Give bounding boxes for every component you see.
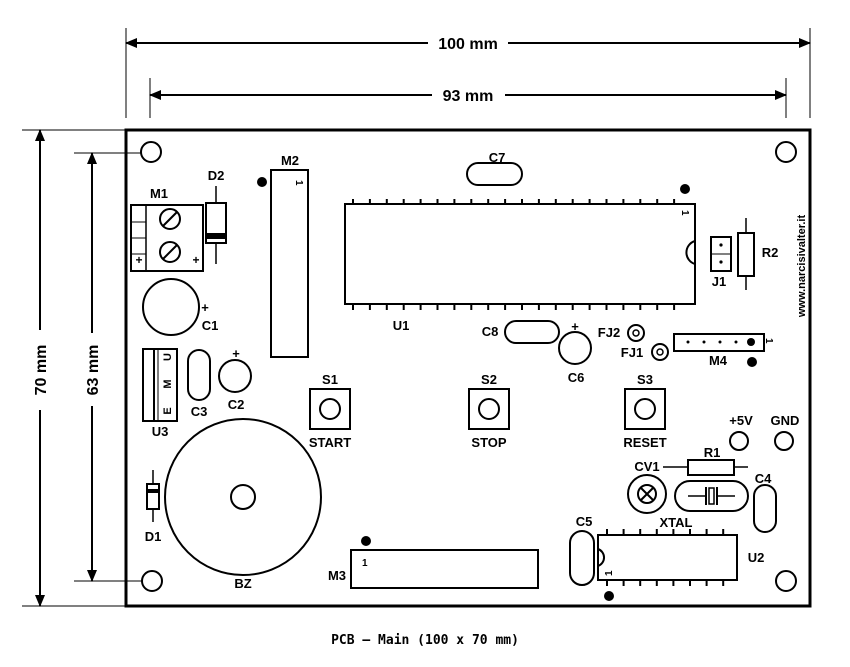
width-holes-label: 93 mm — [443, 88, 494, 105]
m2-label: M2 — [281, 153, 299, 168]
capacitor-c7: C7 — [466, 150, 523, 186]
c1-label: C1 — [202, 318, 219, 333]
connector-m4: 1 M4 — [673, 333, 774, 368]
s1-label: S1 — [322, 372, 338, 387]
diode-d1: D1 — [145, 470, 162, 544]
plus-sign: + — [201, 300, 209, 315]
capacitor-c4: C4 — [753, 471, 777, 533]
mounting-holes — [140, 141, 797, 592]
trimmer-cv1: CV1 — [627, 459, 667, 514]
fj1-label: FJ1 — [621, 345, 643, 360]
p5v-label: +5V — [729, 413, 753, 428]
ic-u2: 1 U2 — [597, 529, 765, 601]
s3-label: S3 — [637, 372, 653, 387]
crystal-xtal: XTAL — [660, 480, 749, 530]
r2-label: R2 — [762, 245, 779, 260]
switch-s3: S3 RESET — [623, 372, 666, 450]
r1-label: R1 — [704, 445, 721, 460]
m2-pin1-label: 1 — [293, 180, 304, 186]
jumper-j1: J1 — [710, 236, 732, 289]
capacitor-c3: C3 — [187, 349, 211, 419]
d2-label: D2 — [208, 168, 225, 183]
bz-label: BZ — [234, 576, 251, 591]
ic-u1: 1 U1 — [344, 184, 696, 333]
c6-label: C6 — [568, 370, 585, 385]
figure-caption: PCB – Main (100 x 70 mm) — [331, 633, 519, 648]
height-total-label: 70 mm — [33, 345, 50, 396]
c7-label: C7 — [489, 150, 506, 165]
regulator-u3: U M E U3 — [142, 348, 178, 439]
mounting-hole — [141, 570, 163, 592]
s2-text: STOP — [471, 435, 506, 450]
u3-pin-m: M — [162, 379, 174, 388]
s3-text: RESET — [623, 435, 666, 450]
plus-sign: + — [571, 319, 579, 334]
dimension-width-total: 100 mm — [125, 28, 811, 118]
d1-label: D1 — [145, 529, 162, 544]
capacitor-c8: C8 — [482, 320, 560, 344]
cv1-label: CV1 — [634, 459, 659, 474]
plus-sign: + — [192, 253, 199, 267]
switch-s2: S2 STOP — [468, 372, 510, 450]
mounting-hole — [775, 141, 797, 163]
switch-s1: S1 START — [309, 372, 351, 450]
power-pads: +5V GND — [729, 413, 800, 451]
m4-pin1-label: 1 — [763, 338, 774, 344]
fj2-label: FJ2 — [598, 325, 620, 340]
pcb-diagram: 100 mm 93 mm 70 mm 63 mm M1 — [22, 28, 812, 608]
c5-label: C5 — [576, 514, 593, 529]
u1-pin1-label: 1 — [679, 210, 690, 216]
resistor-r1: R1 — [663, 445, 748, 476]
m3-pin1-label: 1 — [362, 558, 368, 569]
dimension-height-holes: 63 mm — [74, 152, 150, 582]
fuse-jumpers: FJ2 FJ1 — [598, 324, 669, 361]
u2-pin1-label: 1 — [604, 570, 615, 576]
j1-label: J1 — [712, 274, 726, 289]
dimension-height-total: 70 mm — [22, 129, 126, 607]
capacitor-c2: + C2 — [218, 346, 252, 412]
u3-pin-e: E — [162, 407, 174, 414]
u3-pin-u: U — [162, 353, 174, 361]
board-outline — [124, 128, 812, 608]
mounting-hole — [140, 141, 162, 163]
resistor-r2: R2 — [737, 218, 779, 290]
xtal-label: XTAL — [660, 515, 693, 530]
m3-label: M3 — [328, 568, 346, 583]
dimension-width-holes: 93 mm — [149, 78, 787, 118]
buzzer-bz: BZ — [164, 418, 322, 591]
m4-label: M4 — [709, 353, 728, 368]
c3-label: C3 — [191, 404, 208, 419]
s1-text: START — [309, 435, 351, 450]
terminal-block-m1: M1 + + — [130, 186, 204, 272]
c8-label: C8 — [482, 324, 499, 339]
plus-sign: + — [135, 253, 142, 267]
u1-label: U1 — [393, 318, 410, 333]
plus-sign: + — [232, 346, 240, 361]
capacitor-c1: + C1 — [142, 278, 219, 336]
u3-label: U3 — [152, 424, 169, 439]
c2-label: C2 — [228, 397, 245, 412]
m1-label: M1 — [150, 186, 168, 201]
s2-label: S2 — [481, 372, 497, 387]
connector-m2: M2 1 — [257, 153, 309, 358]
mounting-hole — [775, 570, 797, 592]
capacitor-c6: + C6 — [558, 319, 592, 385]
connector-m3: M3 1 — [328, 536, 539, 589]
u2-label: U2 — [748, 550, 765, 565]
diode-d2: D2 — [205, 168, 227, 264]
website-text: www.narcisivalter.it — [796, 215, 808, 319]
height-holes-label: 63 mm — [85, 345, 102, 396]
c4-label: C4 — [755, 471, 772, 486]
width-total-label: 100 mm — [438, 36, 498, 53]
gnd-label: GND — [771, 413, 800, 428]
capacitor-c5: C5 — [569, 514, 595, 586]
